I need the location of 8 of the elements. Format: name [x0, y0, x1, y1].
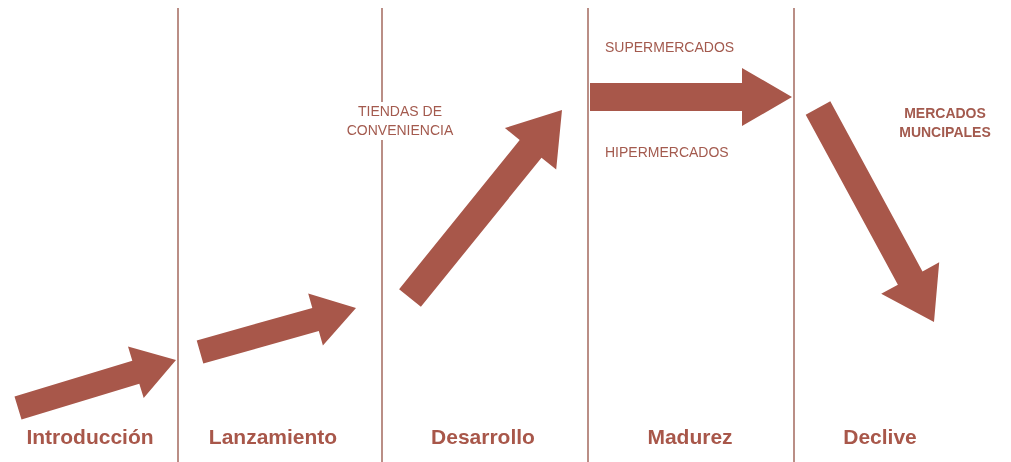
stage-label: Declive — [842, 425, 918, 449]
stage-label: Madurez — [646, 425, 734, 449]
channel-label: MERCADOS MUNCIPALES — [898, 104, 992, 142]
stage-label: Desarrollo — [430, 425, 536, 449]
stage-label: Introducción — [25, 425, 155, 449]
channel-label: HIPERMERCADOS — [605, 143, 730, 162]
channel-label: SUPERMERCADOS — [605, 38, 736, 57]
stage-label: Lanzamiento — [207, 425, 339, 449]
